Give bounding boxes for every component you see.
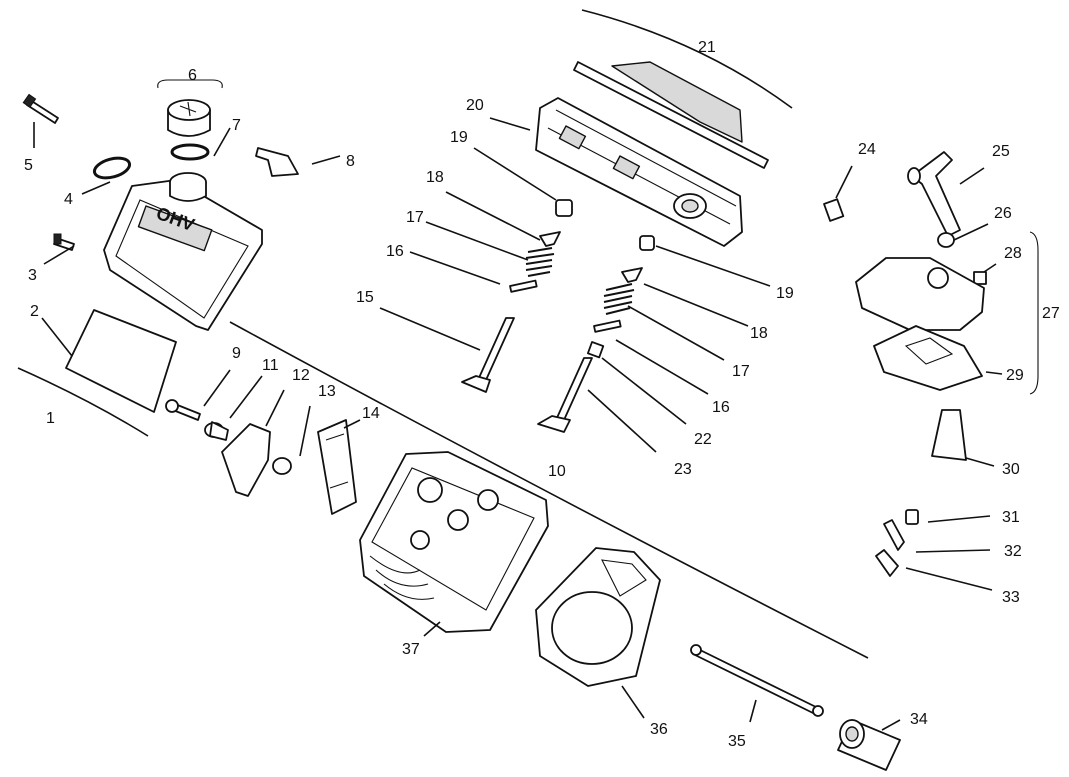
callout-17: 17 [406,209,424,226]
callout-10: 10 [548,463,566,480]
part-12-rocker-arm [221,423,271,497]
callout-16-right: 16 [712,399,730,416]
part-2-gasket [65,309,177,413]
callout-30: 30 [1002,461,1020,478]
callout-5: 5 [24,157,33,174]
part-16-keeper [509,279,538,293]
callout-18-right: 18 [750,325,768,342]
callout-32: 32 [1004,543,1022,560]
part-17-spring [525,247,555,277]
part-30-reed [931,409,967,461]
part-5-screw [22,93,59,124]
part-14-plate [317,419,357,515]
part-37-cylinder-head [359,451,549,633]
callout-27: 27 [1042,305,1060,322]
callout-29: 29 [1006,367,1024,384]
part-21-gasket-strip [573,61,769,169]
callout-22: 22 [694,431,712,448]
callout-16: 16 [386,243,404,260]
part-9-bolt [165,399,201,421]
part-24-plug [823,198,845,222]
part-36-head-gasket [535,547,661,687]
callout-6: 6 [188,67,197,84]
part-4-o-ring [92,156,132,180]
part-28-filter [973,271,987,285]
callout-26: 26 [994,205,1012,222]
part-22-cap [586,341,605,359]
reference-line-10 [229,321,869,659]
part-25-breather-tube [907,151,961,237]
part-35-push-rod [690,644,824,717]
callout-14: 14 [362,405,380,422]
callout-13: 13 [318,383,336,400]
callout-36: 36 [650,721,668,738]
callout-24: 24 [858,141,876,158]
part-19-seal [555,199,573,217]
callout-12: 12 [292,367,310,384]
part-16b-keeper [593,319,622,333]
callout-23: 23 [674,461,692,478]
part-1-valve-cover [103,172,263,331]
callout-1: 1 [46,410,55,427]
callout-37: 37 [402,641,420,658]
leader-lines [33,117,1003,731]
part-6-fill-cap [167,99,211,137]
callout-33: 33 [1002,589,1020,606]
part-32-retainer [883,519,905,551]
part-17b-spring [603,283,635,315]
callout-2: 2 [30,303,39,320]
part-7-o-ring [170,143,210,161]
part-8-bracket [255,147,299,177]
callout-34: 34 [910,711,928,728]
bracket-line-21 [581,9,793,109]
part-11-pivot [204,421,229,441]
callout-19: 19 [450,129,468,146]
part-18b-retainer [621,267,643,283]
part-31-screw [905,509,919,525]
bracket-27 [1029,231,1039,395]
callout-19-right: 19 [776,285,794,302]
callout-15: 15 [356,289,374,306]
callout-7: 7 [232,117,241,134]
callout-4: 4 [64,191,73,208]
part-34-tappet [837,719,901,771]
callout-18: 18 [426,169,444,186]
callout-8: 8 [346,153,355,170]
bracket-line-1 [17,367,149,437]
callout-21: 21 [698,39,716,56]
callout-11: 11 [262,357,279,374]
callout-25: 25 [992,143,1010,160]
part-15-valve [461,317,515,393]
callout-28: 28 [1004,245,1022,262]
part-18-retainer [539,231,561,247]
callout-20: 20 [466,97,484,114]
callout-17-right: 17 [732,363,750,380]
callout-31: 31 [1002,509,1020,526]
part-33-clip [875,549,899,577]
part-3-screw [53,233,75,251]
part-19b-seal [639,235,655,251]
part-27-breather-cover [855,257,985,331]
callout-35: 35 [728,733,746,750]
part-20-cylinder-block-cover [535,97,743,247]
part-26-grommet [937,232,955,248]
part-13-washer [272,457,292,475]
callout-3: 3 [28,267,37,284]
callout-labels: 1 2 3 4 5 6 7 8 9 10 11 12 13 14 15 16 1… [24,39,1060,750]
part-23-valve [537,357,593,433]
bracket-6 [157,79,223,89]
callout-9: 9 [232,345,241,362]
part-29-breather-gasket [873,325,983,391]
